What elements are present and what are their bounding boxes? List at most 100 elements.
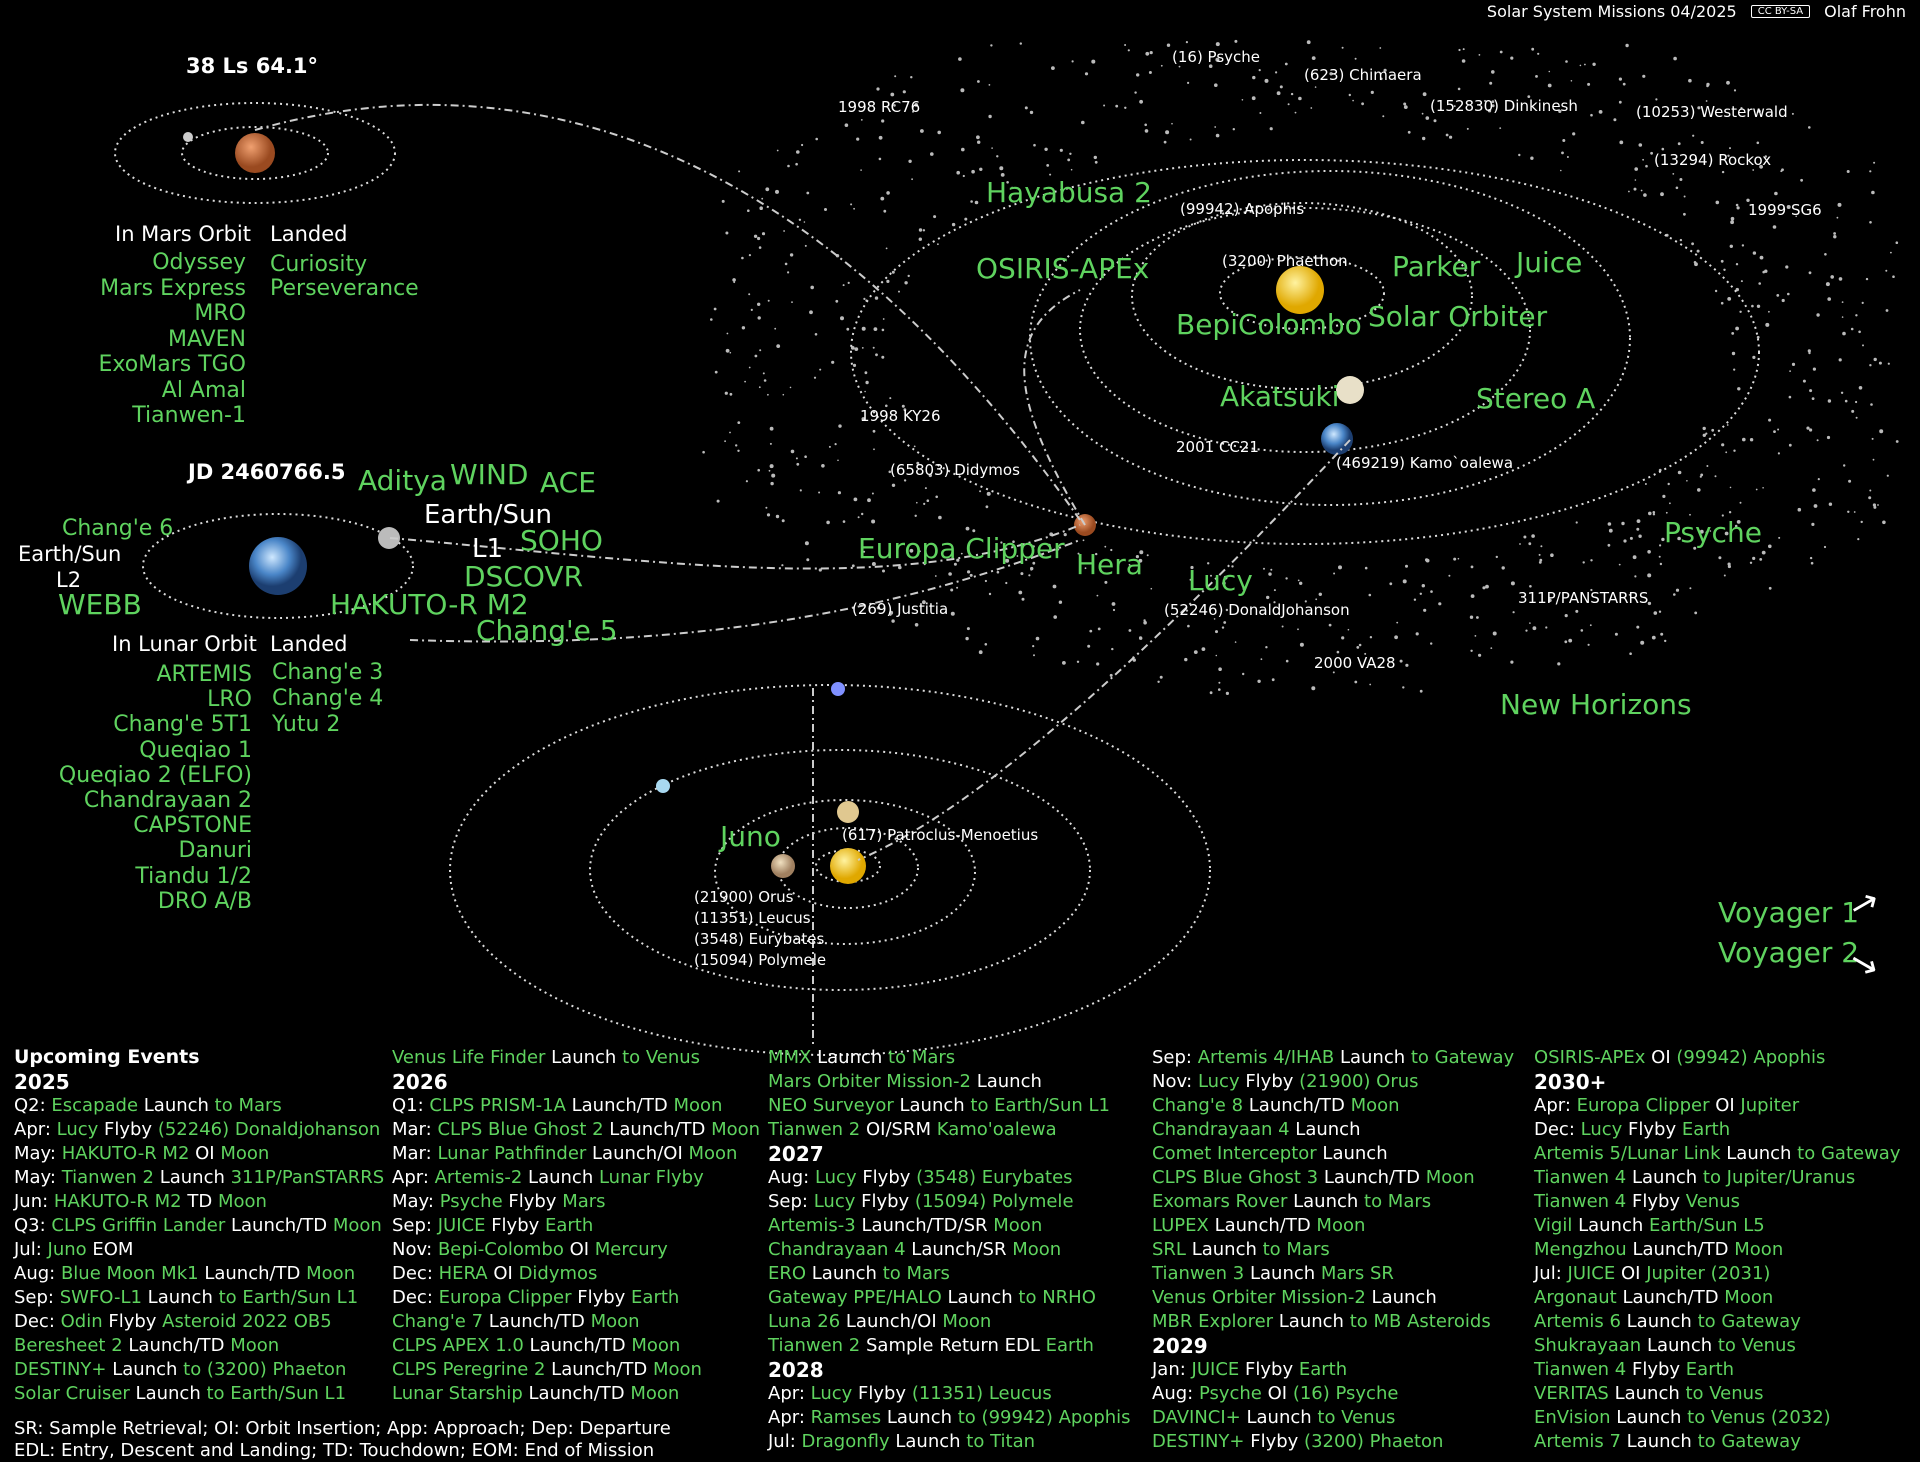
mission-europa-clipper[interactable]: Europa Clipper: [858, 532, 1065, 565]
mission-wind[interactable]: WIND: [450, 458, 529, 491]
mars-orbiter-item[interactable]: Tianwen-1: [132, 403, 246, 428]
asteroid-dot: [1370, 90, 1374, 94]
mission-akatsuki[interactable]: Akatsuki: [1220, 380, 1340, 413]
event-row: Luna 26 Launch/OI Moon: [768, 1310, 1131, 1334]
asteroid-dot: [1592, 62, 1596, 66]
asteroid-dot: [1218, 681, 1221, 684]
event-subject: Lucy: [56, 1119, 104, 1140]
mission-osiris-apex[interactable]: OSIRIS-APEx: [976, 252, 1150, 285]
mars-orbiter-item[interactable]: Al Amal: [161, 377, 246, 403]
mission-change5[interactable]: Chang'e 5: [476, 614, 618, 647]
asteroid-dot: [1166, 43, 1171, 47]
asteroid-dot: [902, 90, 906, 94]
lunar-orbiter-item[interactable]: Chandrayaan 2: [83, 788, 252, 813]
event-subject: Moon: [1350, 1095, 1400, 1116]
lunar-orbiter-item[interactable]: Danuri: [178, 838, 252, 864]
mission-stereo-a[interactable]: Stereo A: [1476, 382, 1596, 415]
lunar-orbiter-item[interactable]: Tiandu 1/2: [135, 863, 252, 889]
lunar-orbiter-item[interactable]: DRO A/B: [157, 888, 252, 914]
mission-solar-orbiter[interactable]: Solar Orbiter: [1368, 300, 1548, 333]
asteroid-dot: [1492, 631, 1497, 636]
lunar-orbiter-item[interactable]: Chang'e 5T1: [113, 712, 252, 738]
lunar-orbiter-item[interactable]: CAPSTONE: [133, 813, 252, 839]
asteroid-dot: [999, 166, 1004, 171]
asteroid-dot: [1084, 72, 1089, 76]
asteroid-dot: [874, 296, 879, 300]
mission-change6[interactable]: Chang'e 6: [62, 516, 174, 541]
lunar-lander-item[interactable]: Chang'e 4: [272, 686, 384, 711]
mission-psyche[interactable]: Psyche: [1664, 516, 1762, 549]
mission-voyager2[interactable]: Voyager 2: [1718, 936, 1860, 969]
event-subject: Psyche: [1198, 1383, 1268, 1404]
mission-voyager1[interactable]: Voyager 1: [1718, 896, 1860, 929]
asteroid-label: (52246) DonaldJohanson: [1164, 601, 1350, 619]
lunar-orbiter-item[interactable]: LRO: [207, 687, 252, 713]
event-action: Flyby: [1628, 1119, 1682, 1140]
mission-lucy[interactable]: Lucy: [1188, 564, 1253, 597]
asteroid-dot: [1642, 158, 1644, 161]
asteroid-dot: [928, 473, 932, 478]
mars-lander-item[interactable]: Perseverance: [270, 276, 419, 301]
mission-hayabusa2[interactable]: Hayabusa 2: [986, 176, 1152, 209]
mars-orbiter-item[interactable]: ExoMars TGO: [98, 352, 246, 377]
asteroid-dot: [970, 200, 973, 203]
mission-dscovr[interactable]: DSCOVR: [464, 560, 584, 593]
asteroid-dot: [1178, 65, 1181, 68]
asteroid-dot: [840, 316, 844, 321]
mission-soho[interactable]: SOHO: [520, 524, 603, 557]
asteroid-dot: [1877, 504, 1879, 506]
asteroid-dot: [1844, 399, 1848, 403]
asteroid-dot: [1311, 56, 1316, 60]
event-row: Exomars Rover Launch to Mars: [1152, 1190, 1514, 1214]
asteroid-dot: [979, 490, 982, 493]
asteroid-dot: [1490, 647, 1493, 649]
asteroid-dot: [1618, 563, 1621, 566]
asteroid-dot: [790, 449, 795, 454]
asteroid-dot: [1047, 543, 1051, 547]
asteroid-dot: [1171, 122, 1173, 125]
asteroid-dot: [1869, 364, 1872, 367]
event-subject: Earth: [1298, 1359, 1348, 1380]
asteroid-dot: [1215, 654, 1218, 657]
asteroid-dot: [1218, 667, 1222, 671]
event-subject: to Gateway: [1410, 1047, 1515, 1068]
asteroid-dot: [1314, 86, 1317, 88]
lunar-orbiter-item[interactable]: Queqiao 1: [139, 737, 252, 763]
mars-orbiter-item[interactable]: MAVEN: [167, 326, 246, 352]
mars-lander-item[interactable]: Curiosity: [270, 252, 368, 277]
lunar-lander-item[interactable]: Chang'e 3: [272, 660, 384, 685]
asteroid-dot: [726, 332, 729, 335]
asteroid-dot: [1607, 543, 1611, 547]
mission-hera[interactable]: Hera: [1076, 548, 1143, 581]
mission-ace[interactable]: ACE: [540, 466, 596, 499]
event-subject: Lucy: [1197, 1071, 1246, 1092]
mission-parker[interactable]: Parker: [1392, 250, 1481, 283]
asteroid-dot: [1532, 626, 1537, 631]
event-action: Launch: [886, 1407, 958, 1428]
asteroid-dot: [1087, 644, 1091, 648]
asteroid-dot: [787, 164, 790, 168]
asteroid-dot: [1565, 60, 1568, 63]
mission-aditya[interactable]: Aditya: [358, 464, 447, 497]
asteroid-dot: [828, 445, 831, 448]
asteroid-dot: [1190, 565, 1194, 570]
mars-orbiter-item[interactable]: Mars Express: [100, 275, 246, 301]
mars-orbiter-item[interactable]: Odyssey: [152, 250, 246, 275]
mars-orbiter-item[interactable]: MRO: [194, 301, 246, 326]
event-subject: Moon: [942, 1311, 992, 1332]
events-year: 2028: [768, 1358, 824, 1382]
lunar-orbiter-item[interactable]: Queqiao 2 (ELFO): [58, 762, 252, 788]
event-subject: Moon: [217, 1191, 267, 1212]
event-action: Launch: [947, 1287, 1019, 1308]
mission-bepicolombo[interactable]: BepiColombo: [1176, 308, 1362, 341]
mission-new-horizons[interactable]: New Horizons: [1500, 688, 1692, 721]
lunar-lander-item[interactable]: Yutu 2: [272, 712, 341, 737]
asteroid-label: (3200) Phaethon: [1222, 252, 1348, 270]
mission-webb[interactable]: WEBB: [58, 588, 142, 621]
event-row: May: HAKUTO-R M2 OI Moon: [14, 1142, 384, 1166]
mission-juno[interactable]: Juno: [720, 820, 781, 853]
lunar-orbiter-item[interactable]: ARTEMIS: [156, 662, 252, 687]
mission-juice[interactable]: Juice: [1516, 246, 1583, 279]
mission-hakuto[interactable]: HAKUTO-R M2: [330, 588, 529, 621]
asteroid-dot: [1059, 148, 1063, 152]
